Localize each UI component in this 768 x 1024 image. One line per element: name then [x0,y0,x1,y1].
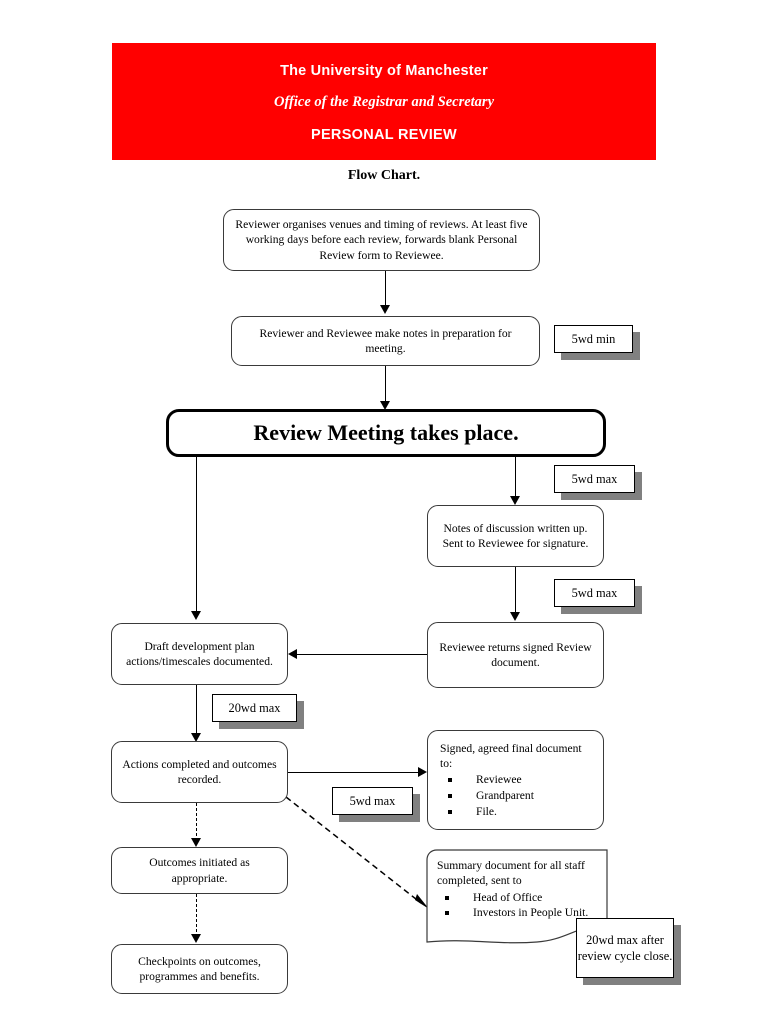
node-signed-final-document-body: Signed, agreed final document to: Review… [440,741,595,820]
node-reviewee-returns: Reviewee returns signed Review document. [427,622,604,688]
connector-prepare-to-meeting [385,366,386,404]
list-item: Grandparent [440,788,595,804]
arrowhead-meeting-to-draft-plan [190,611,201,620]
node-signed-final-lead: Signed, agreed final document to: [440,741,582,770]
arrowhead-notes-to-returns [509,612,520,621]
node-checkpoints-text: Checkpoints on outcomes, programmes and … [138,954,261,983]
arrowhead-draft-plan-to-actions [190,733,201,742]
connector-meeting-to-notes [515,457,516,499]
list-item: Reviewee [440,772,595,788]
node-review-meeting: Review Meeting takes place. [166,409,606,457]
list-item: Investors in People Unit. [437,905,601,921]
arrowhead-outcomes-to-checkpoints [190,934,201,943]
node-reviewer-organises-text: Reviewer organises venues and timing of … [235,218,528,262]
badge-summary-timing: 20wd max after review cycle close. [576,918,674,978]
arrowhead-actions-to-signed-final [418,766,427,777]
node-reviewee-returns-text: Reviewee returns signed Review document. [439,640,592,669]
header-banner: The University of Manchester Office of t… [112,43,656,160]
connector-actions-to-outcomes [196,803,197,841]
node-actions-completed: Actions completed and outcomes recorded. [111,741,288,803]
node-signed-final-document: Signed, agreed final document to: Review… [427,730,604,830]
summary-document-recipient-list: Head of Office Investors in People Unit. [437,890,601,922]
node-make-notes: Reviewer and Reviewee make notes in prep… [231,316,540,366]
node-notes-of-discussion-text: Notes of discussion written up. Sent to … [442,521,589,550]
connector-actions-to-signed-final [288,772,420,773]
connector-outcomes-to-checkpoints [196,894,197,937]
arrowhead-actions-to-outcomes [190,838,201,847]
connector-organise-to-prepare [385,271,386,308]
node-outcomes-initiated: Outcomes initiated as appropriate. [111,847,288,894]
arrowhead-returns-to-draft-plan [288,648,297,659]
department-subtitle: Office of the Registrar and Secretary [273,93,495,110]
connector-notes-to-returns [515,567,516,615]
node-reviewer-organises: Reviewer organises venues and timing of … [223,209,540,271]
node-outcomes-initiated-text: Outcomes initiated as appropriate. [149,856,250,885]
connector-draft-plan-to-actions [196,685,197,736]
node-make-notes-text: Reviewer and Reviewee make notes in prep… [259,326,512,355]
list-item: Head of Office [437,890,601,906]
connector-returns-to-draft-plan [296,654,427,655]
node-summary-document: Summary document for all staff completed… [426,849,608,945]
node-summary-document-lead: Summary document for all staff completed… [437,859,585,888]
organisation-title: The University of Manchester [280,62,488,79]
signed-final-recipient-list: Reviewee Grandparent File. [440,772,595,819]
node-summary-document-body: Summary document for all staff completed… [427,850,607,921]
page-subtitle: Flow Chart. [347,168,421,183]
badge-prepare-timing: 5wd min [554,325,633,353]
node-actions-completed-text: Actions completed and outcomes recorded. [122,757,277,786]
node-notes-of-discussion: Notes of discussion written up. Sent to … [427,505,604,567]
badge-actions-to-signed: 5wd max [332,787,413,815]
connector-meeting-to-draft-plan [196,457,197,613]
arrowhead-meeting-to-notes [509,496,520,505]
badge-notes-to-returns: 5wd max [554,579,635,607]
scheme-title: PERSONAL REVIEW [310,126,458,143]
badge-plan-to-actions: 20wd max [212,694,297,722]
node-checkpoints: Checkpoints on outcomes, programmes and … [111,944,288,994]
arrowhead-prepare-to-meeting [379,401,390,410]
list-item: File. [440,804,595,820]
badge-meeting-to-notes: 5wd max [554,465,635,493]
node-draft-development-plan: Draft development plan actions/timescale… [111,623,288,685]
node-review-meeting-text: Review Meeting takes place. [253,420,519,446]
node-draft-development-plan-text: Draft development plan actions/timescale… [126,639,273,668]
arrowhead-organise-to-prepare [379,305,390,314]
